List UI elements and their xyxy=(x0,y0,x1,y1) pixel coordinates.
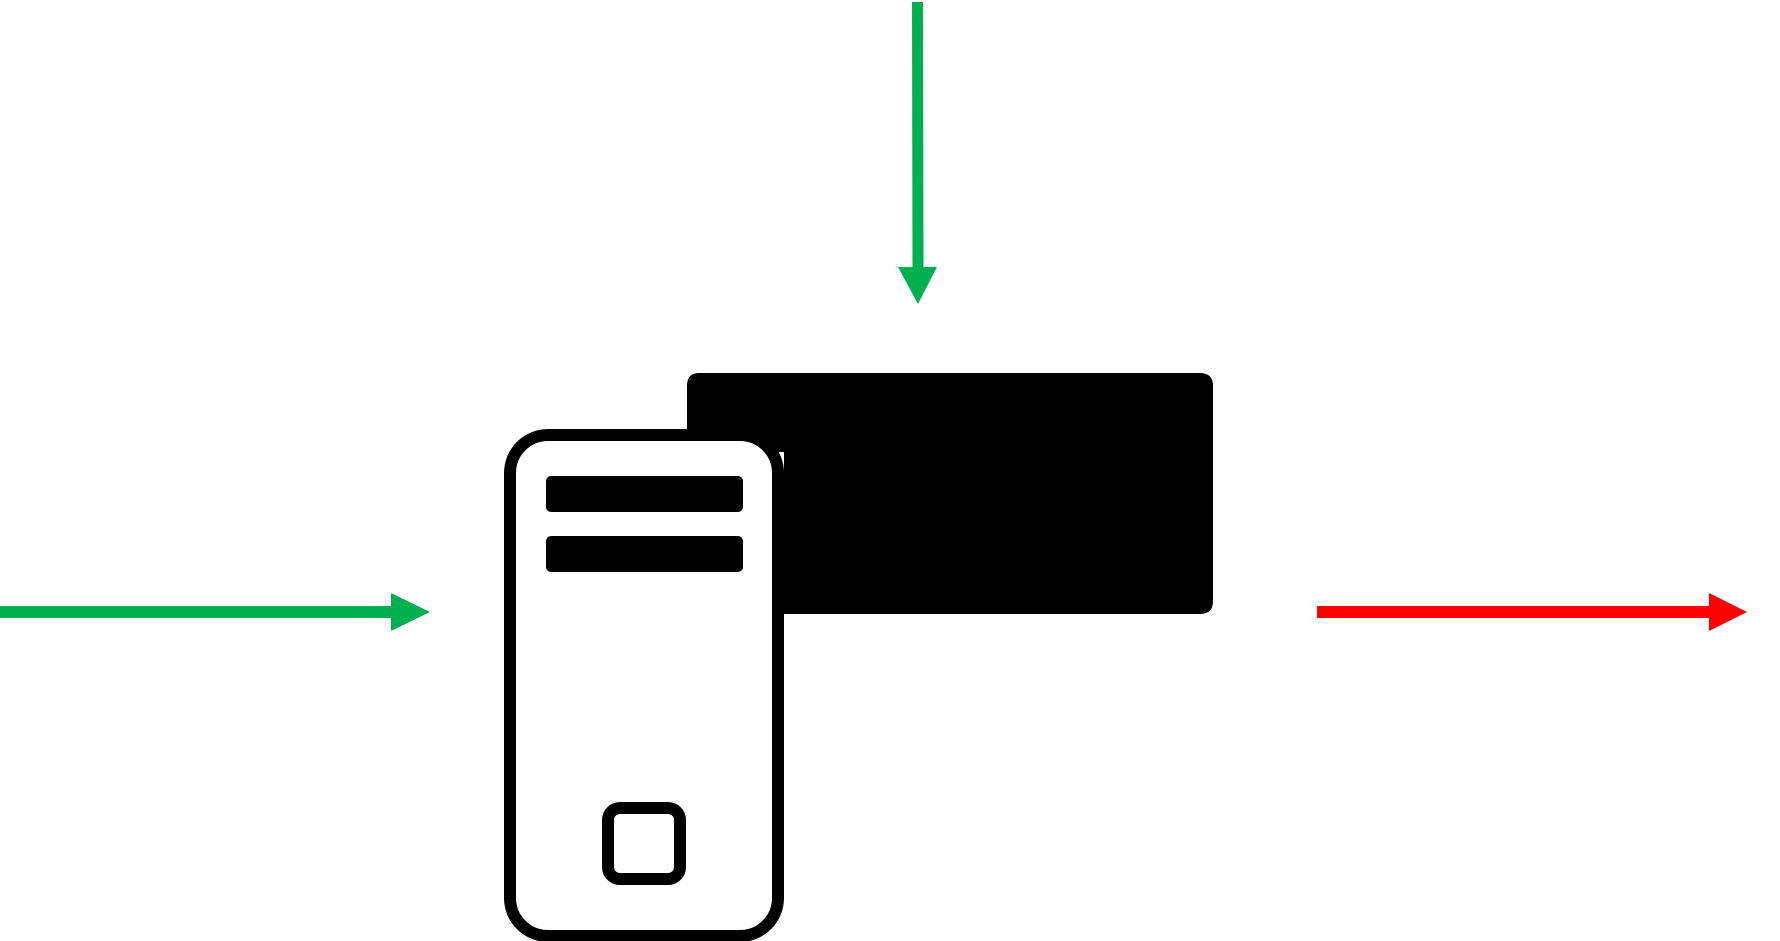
arrow-shaft xyxy=(912,2,924,267)
arrow-shaft xyxy=(0,606,395,618)
input-arrow-top xyxy=(898,2,937,304)
server-rack-unit xyxy=(687,373,1213,614)
arrow-head xyxy=(391,593,430,631)
arrow-head xyxy=(898,267,937,304)
input-arrow-left xyxy=(0,593,430,631)
arrow-head xyxy=(1709,593,1747,631)
output-arrow-right xyxy=(1317,593,1747,631)
server-icon xyxy=(504,373,1213,941)
arrow-shaft xyxy=(1317,606,1713,618)
power-button-icon xyxy=(602,802,686,885)
drive-bay-2 xyxy=(546,536,743,572)
drive-bay-1 xyxy=(546,476,743,512)
